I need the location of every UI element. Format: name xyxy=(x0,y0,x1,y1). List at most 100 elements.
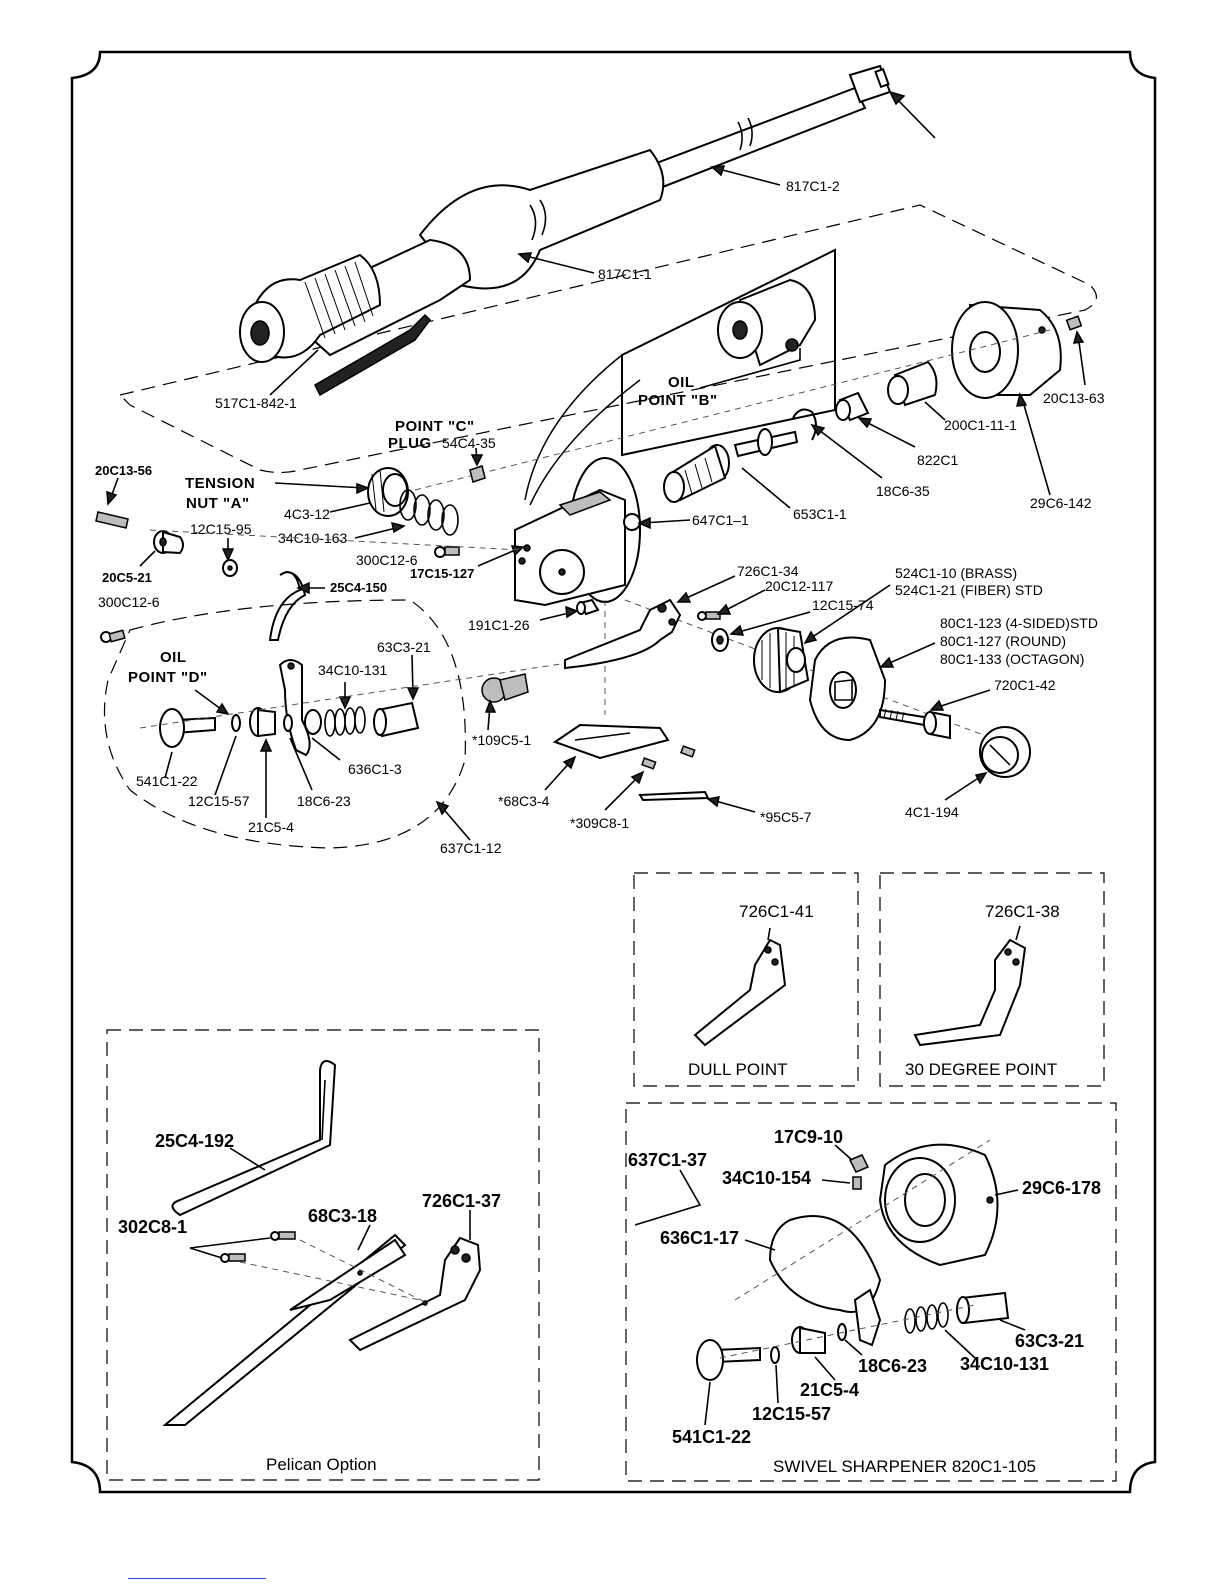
label-20C5-21: 20C5-21 xyxy=(102,570,152,585)
oil-point-b-inset: OIL POINT "B" xyxy=(621,248,836,457)
label-726C1-38: 726C1-38 xyxy=(985,902,1060,921)
pelican-option-box: 25C4-192 302C8-1 68C3-18 726C1-37 Pelica… xyxy=(106,1029,540,1481)
part-20C12-117 xyxy=(697,611,721,621)
label-817C1-2: 817C1-2 xyxy=(786,178,840,194)
label-541C1-22: 541C1-22 xyxy=(136,773,198,789)
label-25C4-192: 25C4-192 xyxy=(155,1131,234,1151)
label-34C10-131b: 34C10-131 xyxy=(960,1354,1049,1374)
part-822C1 xyxy=(835,391,870,422)
label-68C3-18: 68C3-18 xyxy=(308,1206,377,1226)
label-68C3-4: *68C3-4 xyxy=(498,793,550,809)
label-63C3-21: 63C3-21 xyxy=(377,639,431,655)
label-726C1-37: 726C1-37 xyxy=(422,1191,501,1211)
label-109C5-1: *109C5-1 xyxy=(472,732,531,748)
label-637C1-37: 637C1-37 xyxy=(628,1150,707,1170)
label-17C9-10: 17C9-10 xyxy=(774,1127,843,1147)
label-524C1-10: 524C1-10 (BRASS) xyxy=(895,565,1017,581)
label-tension-2: NUT "A" xyxy=(186,495,250,512)
label-191C1-26: 191C1-26 xyxy=(468,617,530,633)
label-80C1-123: 80C1-123 (4-SIDED)STD xyxy=(940,615,1098,631)
part-541C1-22 xyxy=(159,708,216,748)
label-21C5-4b: 21C5-4 xyxy=(800,1380,859,1400)
label-29C6-142: 29C6-142 xyxy=(1030,495,1092,511)
part-309C8-1-b xyxy=(641,757,657,770)
page-frame xyxy=(70,50,1157,1494)
label-34C10-131: 34C10-131 xyxy=(318,662,387,678)
part-63C3-21 xyxy=(373,701,420,738)
part-300C12-6-top xyxy=(434,546,460,558)
part-80C1 xyxy=(808,636,887,742)
label-517C1-842-1: 517C1-842-1 xyxy=(215,395,297,411)
handpiece-assembly xyxy=(118,64,1097,474)
label-18C6-23: 18C6-23 xyxy=(297,793,351,809)
label-300C12-6b: 300C12-6 xyxy=(98,594,160,610)
part-524C1 xyxy=(753,626,810,694)
part-4C3-12 xyxy=(367,467,409,517)
label-636C1-17: 636C1-17 xyxy=(660,1228,739,1248)
part-34C10-131b xyxy=(904,1302,949,1334)
label-95C5-7: *95C5-7 xyxy=(760,809,812,825)
label-12C15-74: 12C15-74 xyxy=(812,597,874,613)
label-726C1-41: 726C1-41 xyxy=(739,902,814,921)
label-20C12-117: 20C12-117 xyxy=(765,578,833,594)
label-pelican-option: Pelican Option xyxy=(266,1455,377,1474)
label-524C1-21: 524C1-21 (FIBER) STD xyxy=(895,582,1043,598)
label-20C13-56: 20C13-56 xyxy=(95,463,152,478)
label-637C1-12: 637C1-12 xyxy=(440,840,502,856)
dull-point-box: 726C1-41 DULL POINT xyxy=(633,872,859,1087)
label-63C3-21b: 63C3-21 xyxy=(1015,1331,1084,1351)
label-point-c-1: POINT "C" xyxy=(395,418,475,435)
label-point-c-2: PLUG xyxy=(388,435,432,452)
label-12C15-57: 12C15-57 xyxy=(188,793,250,809)
label-726C1-34: 726C1-34 xyxy=(737,563,799,579)
label-300C12-6a: 300C12-6 xyxy=(356,552,418,568)
label-647C1-1: 647C1–1 xyxy=(692,512,749,528)
label-541C1-22b: 541C1-22 xyxy=(672,1427,751,1447)
label-54C4-35: 54C4-35 xyxy=(442,435,496,451)
label-swivel-sharpener: SWIVEL SHARPENER 820C1-105 xyxy=(773,1457,1036,1476)
label-oil-b-1: OIL xyxy=(668,374,695,391)
part-34C10-163 xyxy=(399,489,459,536)
part-4C1-194 xyxy=(979,726,1031,778)
part-300C12-6-bottom xyxy=(100,629,126,643)
part-34C10-131 xyxy=(304,706,366,737)
label-636C1-3: 636C1-3 xyxy=(348,761,402,777)
label-200C1-11-1: 200C1-11-1 xyxy=(944,417,1017,433)
label-30-degree-point: 30 DEGREE POINT xyxy=(905,1060,1057,1079)
label-25C4-150: 25C4-150 xyxy=(330,580,387,595)
label-822C1: 822C1 xyxy=(917,452,958,468)
label-34C10-154: 34C10-154 xyxy=(722,1168,811,1188)
label-720C1-42: 720C1-42 xyxy=(994,677,1056,693)
part-95C5-7 xyxy=(638,790,710,802)
label-302C8-1: 302C8-1 xyxy=(118,1217,187,1237)
label-309C8-1: *309C8-1 xyxy=(570,815,629,831)
label-80C1-133: 80C1-133 (OCTAGON) xyxy=(940,651,1084,667)
label-oil-b-2: POINT "B" xyxy=(638,392,718,409)
part-20C5-21 xyxy=(153,530,184,555)
label-18C6-35: 18C6-35 xyxy=(876,483,930,499)
label-4C1-194: 4C1-194 xyxy=(905,804,959,820)
label-21C5-4: 21C5-4 xyxy=(248,819,294,835)
label-653C1-1: 653C1-1 xyxy=(793,506,847,522)
label-oil-d-1: OIL xyxy=(160,649,187,666)
part-720C1-42 xyxy=(879,708,951,740)
part-726C1-34 xyxy=(564,598,682,670)
label-34C10-163: 34C10-163 xyxy=(278,530,347,546)
part-21C5-4 xyxy=(249,707,276,738)
label-18C6-23b: 18C6-23 xyxy=(858,1356,927,1376)
label-12C15-57b: 12C15-57 xyxy=(752,1404,831,1424)
label-4C3-12: 4C3-12 xyxy=(284,506,330,522)
part-109C5-1 xyxy=(481,673,529,703)
label-oil-d-2: POINT "D" xyxy=(128,669,208,686)
part-653C1-1 xyxy=(663,428,799,503)
part-68C3-4 xyxy=(552,723,670,760)
footer-link-underline xyxy=(128,1578,266,1580)
part-647C1-1 xyxy=(514,457,641,607)
part-20C13-56 xyxy=(95,511,129,529)
part-200C1-11-1 xyxy=(887,360,938,407)
label-tension-1: TENSION xyxy=(185,475,255,492)
part-54C4-35 xyxy=(469,465,486,483)
label-dull-point: DULL POINT xyxy=(688,1060,788,1079)
thirty-degree-box: 726C1-38 30 DEGREE POINT xyxy=(879,872,1105,1087)
